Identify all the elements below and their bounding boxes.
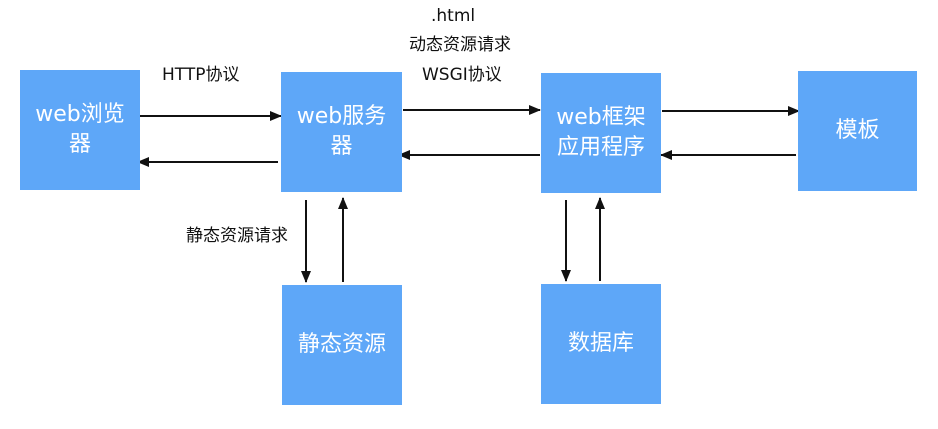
web-framework-label: web框架 应用程序 <box>556 105 646 160</box>
template-label: 模板 <box>835 118 880 143</box>
static-resource-label: 静态资源 <box>297 332 386 357</box>
web-framework-node: web框架 应用程序 <box>541 73 661 193</box>
database-node: 数据库 <box>541 284 661 404</box>
http-protocol-label: HTTP协议 <box>162 65 240 85</box>
web-browser-label: web浏览 器 <box>35 102 125 157</box>
html-label: .html <box>431 6 476 26</box>
dynamic-request-label: 动态资源请求 <box>409 35 511 55</box>
static-request-label: 静态资源请求 <box>186 226 288 246</box>
database-label: 数据库 <box>567 331 634 356</box>
web-server-node: web服务 器 <box>281 72 402 192</box>
static-resource-node: 静态资源 <box>282 285 402 405</box>
web-server-label: web服务 器 <box>296 104 387 159</box>
wsgi-protocol-label: WSGI协议 <box>422 65 502 85</box>
template-node: 模板 <box>798 71 917 191</box>
web-browser-node: web浏览 器 <box>20 70 140 190</box>
